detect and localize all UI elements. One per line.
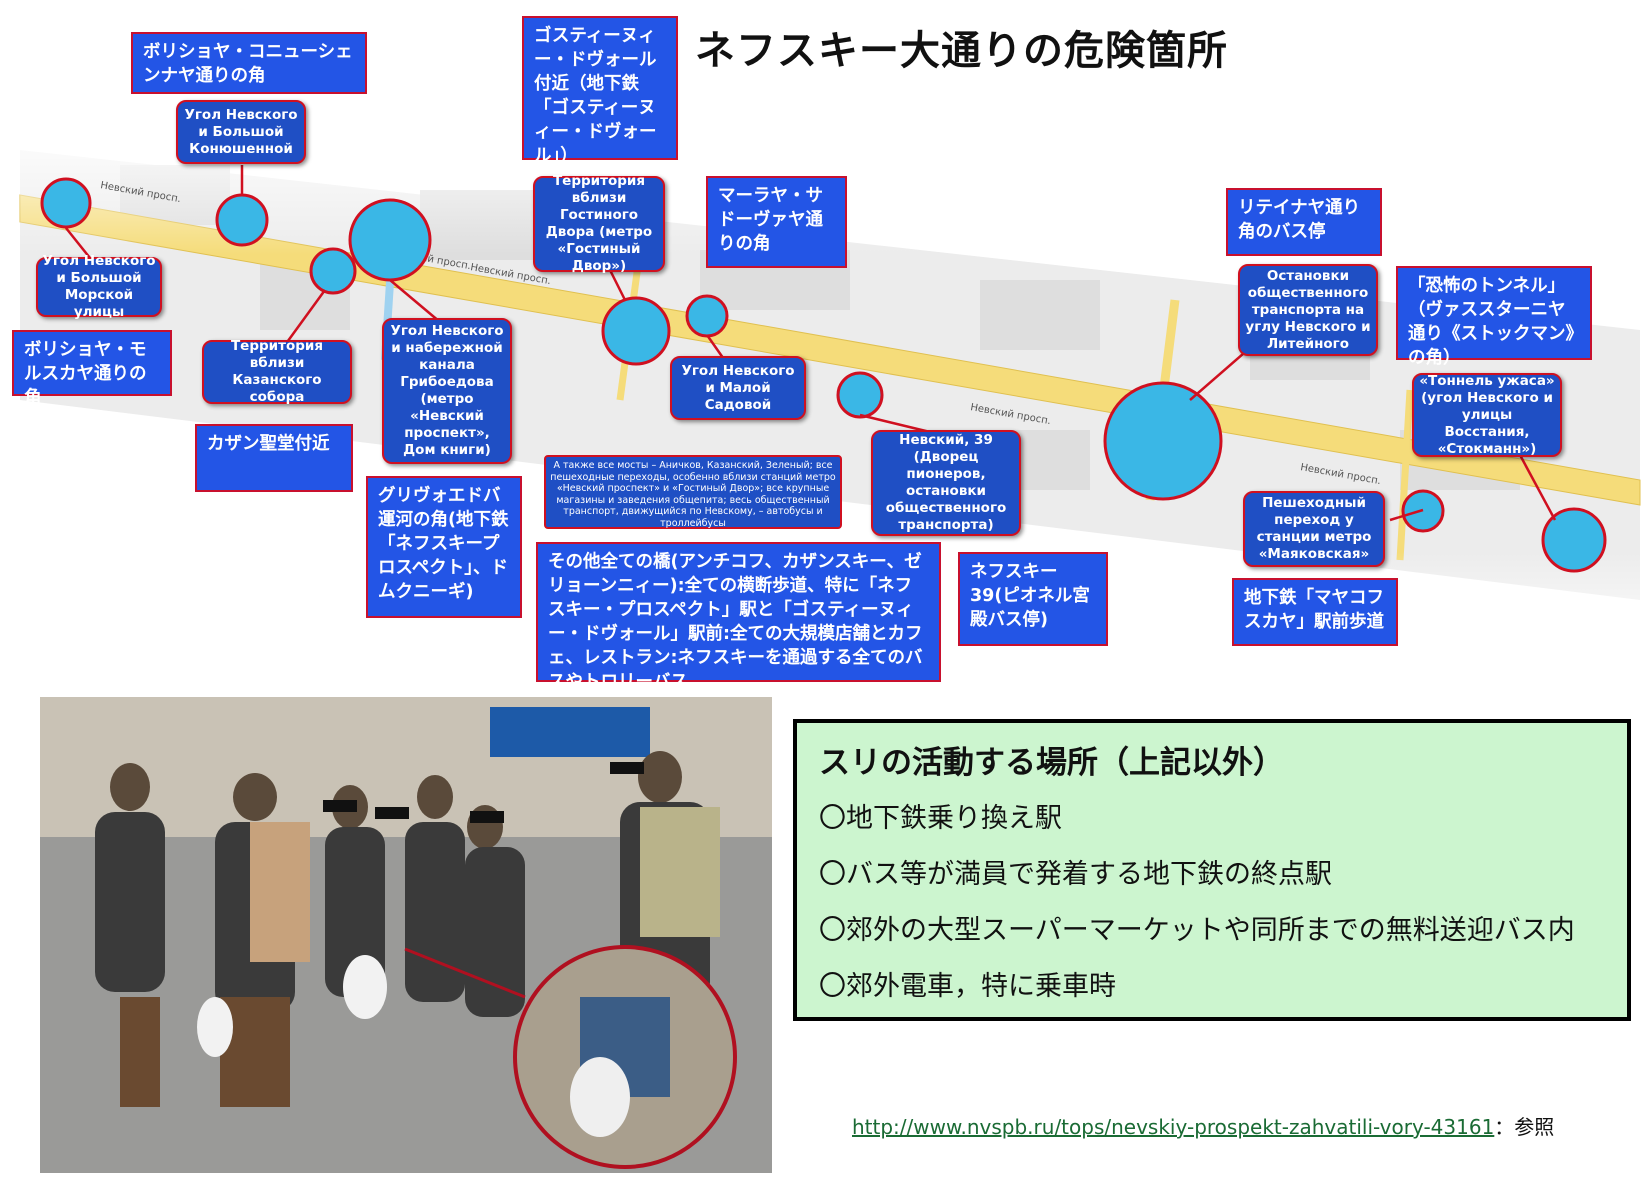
jp-callout-others: その他全ての橋(アンチコフ、カザンスキー、ゼリョーンニィー):全ての横断歩道、特… [536, 542, 941, 692]
ru-callout-gostiny-dvor: Территория вблизи Гостиного Двора (метро… [533, 173, 665, 274]
pickpocket-item: 〇郊外の大型スーパーマーケットや同所までの無料送迎バス内 [819, 915, 1575, 946]
pickpocket-item: 〇バス等が満員で発着する地下鉄の終点駅 [819, 859, 1332, 890]
ru-callout-tunnel-of-horror: «Тоннель ужаса» (угол Невского и улицы В… [1412, 373, 1562, 457]
pickpocket-item: 〇地下鉄乗り換え駅 [819, 803, 1062, 834]
source-reference: http://www.nvspb.ru/tops/nevskiy-prospek… [852, 1111, 1554, 1140]
ru-callout-kazan-cathedral: Территория вблизи Казанского собора [202, 338, 352, 405]
page-title: ネフスキー大通りの危険箇所 [695, 28, 1228, 74]
jp-callout-gostiny-dvor: ゴスティーヌィー・ドヴォール付近（地下鉄「ゴスティーヌィー・ドヴォール」） [522, 16, 678, 166]
ru-callout-mayakovskaya: Пешеходный переход у станции метро «Маяк… [1243, 491, 1385, 567]
ru-callout-griboedov-canal: Угол Невского и набережной канала Грибое… [382, 318, 512, 464]
ru-callout-bolshaya-konyushennaya: Угол Невского и Большой Конюшенной [176, 100, 306, 164]
pickpocket-heading: スリの活動する場所（上記以外） [819, 745, 1284, 781]
jp-callout-kazan: カザン聖堂付近 [195, 424, 353, 492]
jp-callout-bolshaya-konyushennaya: ボリショヤ・コニューシェンナヤ通りの角 [131, 32, 367, 94]
jp-callout-griboedov: グリヴォエドバ運河の角(地下鉄「ネフスキープロスペクト」、ドムクニーギ) [366, 476, 522, 618]
ru-callout-liteyny: Остановки общественного транспорта на уг… [1238, 264, 1378, 356]
source-link[interactable]: http://www.nvspb.ru/tops/nevskiy-prospek… [852, 1115, 1495, 1139]
pickpocket-item: 〇郊外電車，特に乗車時 [819, 971, 1116, 1002]
ru-callout-bolshaya-morskaya: Угол Невского и Большой Морской улицы [36, 253, 162, 320]
jp-callout-liteyny: リテイナヤ通り角のバス停 [1226, 188, 1382, 256]
source-suffix: ：参照 [1494, 1115, 1555, 1139]
ru-callout-malaya-sadovaya: Угол Невского и Малой Садовой [670, 356, 806, 420]
jp-callout-bolshaya-morskaya: ボリショヤ・モルスカヤ通りの角 [12, 330, 172, 408]
jp-callout-tunnel: 「恐怖のトンネル」（ヴァススターニヤ通り《ストックマン》の角） [1396, 266, 1592, 368]
ru-note-bridges: А также все мосты – Аничков, Казанский, … [544, 455, 842, 529]
pickpocket-locations-box: スリの活動する場所（上記以外） 〇地下鉄乗り換え駅 〇バス等が満員で発着する地下… [793, 719, 1631, 1021]
jp-callout-malaya-sadovaya: マーラヤ・サドーヴァヤ通りの角 [706, 176, 847, 268]
jp-callout-mayakovskaya: 地下鉄「マヤコフスカヤ」駅前歩道 [1232, 578, 1398, 646]
pickpocket-photo [40, 697, 772, 1173]
jp-callout-nevsky-39: ネフスキー39(ピオネル宮殿バス停) [958, 552, 1108, 646]
ru-callout-nevsky-39: Невский, 39 (Дворец пионеров, остановки … [871, 430, 1021, 536]
